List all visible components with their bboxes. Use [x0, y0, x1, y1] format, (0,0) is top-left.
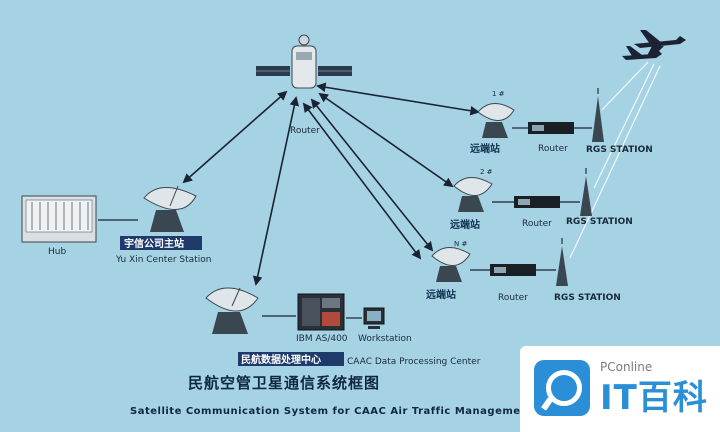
hub-icon — [21, 195, 97, 243]
remote-1-number: 1 # — [492, 90, 505, 98]
watermark-small-text: PConline — [600, 360, 653, 374]
rgs-2-label: RGS STATION — [566, 217, 633, 227]
title-en: Satellite Communication System for CAAC … — [130, 406, 533, 417]
remote-2-label: 远端站 — [450, 218, 480, 231]
router-1-label: Router — [538, 144, 568, 154]
magnifier-logo-icon — [534, 360, 590, 416]
hub-label: Hub — [48, 247, 66, 257]
caac-tag — [238, 352, 344, 366]
beam-rgs-3 — [569, 65, 661, 259]
link-satellite-caac — [252, 96, 300, 286]
aircraft-icon — [622, 30, 686, 60]
beam-rgs-1 — [601, 61, 649, 111]
link-satellite-remote-3 — [310, 98, 434, 252]
link-satellite-remote-1 — [316, 82, 480, 116]
remote-3-number: N # — [454, 240, 467, 248]
yuxin-cn-label: 宇信公司主站 — [124, 237, 184, 250]
router-1-icon — [528, 122, 574, 134]
remote-1-label: 远端站 — [470, 142, 500, 155]
remote-dish-1-icon — [477, 103, 515, 138]
router-3-icon — [490, 264, 536, 276]
remote-dish-3-icon — [431, 247, 471, 282]
remote-3-label: 远端站 — [426, 288, 456, 301]
beam-rgs-2 — [593, 63, 655, 189]
router-top-label: Router — [290, 126, 320, 136]
remote-dish-2-icon — [453, 177, 493, 212]
rgs-tower-1-icon — [592, 88, 604, 142]
remote-2-number: 2 # — [480, 168, 493, 176]
rgs-tower-2-icon — [580, 168, 592, 216]
yuxin-dish-icon — [143, 185, 197, 232]
title-cn: 民航空管卫星通信系统框图 — [188, 374, 380, 392]
yuxin-tag — [120, 236, 202, 250]
link-satellite-yuxin — [182, 90, 288, 184]
caac-en-label: CAAC Data Processing Center — [347, 357, 481, 367]
caac-cn-label: 民航数据处理中心 — [241, 353, 321, 366]
ibm-label: IBM AS/400 — [296, 334, 348, 344]
satellite-icon — [256, 34, 352, 89]
router-3-label: Router — [498, 293, 528, 303]
ibm-server-icon — [297, 293, 345, 331]
workstation-label: Workstation — [358, 334, 412, 344]
workstation-icon — [363, 307, 385, 329]
watermark: PConline IT百科 — [520, 346, 720, 432]
router-2-icon — [514, 196, 560, 208]
watermark-big-text: IT百科 — [600, 378, 708, 418]
link-satellite-remote-2 — [318, 92, 454, 188]
caac-dish-icon — [205, 287, 259, 334]
rgs-1-label: RGS STATION — [586, 145, 653, 155]
rgs-tower-3-icon — [556, 238, 568, 286]
yuxin-en-label: Yu Xin Center Station — [115, 255, 211, 265]
rgs-3-label: RGS STATION — [554, 293, 621, 303]
router-2-label: Router — [522, 219, 552, 229]
link-satellite-remote-3b — [302, 102, 422, 260]
